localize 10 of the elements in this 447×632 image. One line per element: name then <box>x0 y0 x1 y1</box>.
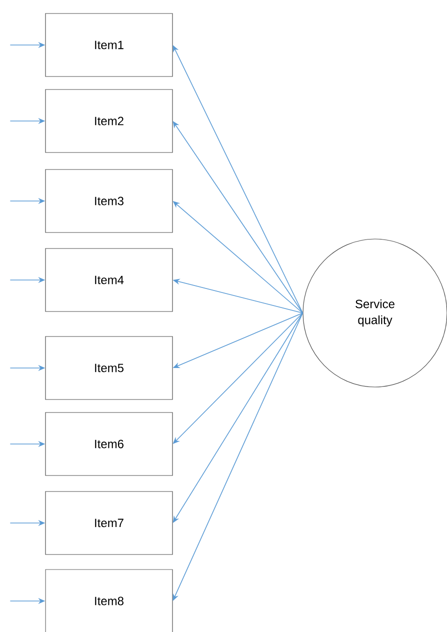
item-box: Item8 <box>45 569 173 632</box>
arrow <box>172 121 304 314</box>
item-box: Item6 <box>45 412 173 476</box>
item-box: Item4 <box>45 248 173 312</box>
arrow <box>172 312 304 523</box>
item-box: Item1 <box>45 13 173 77</box>
item-box: Item5 <box>45 336 173 400</box>
item-box: Item3 <box>45 169 173 233</box>
item-box: Item7 <box>45 491 173 555</box>
item-box: Item2 <box>45 89 173 153</box>
